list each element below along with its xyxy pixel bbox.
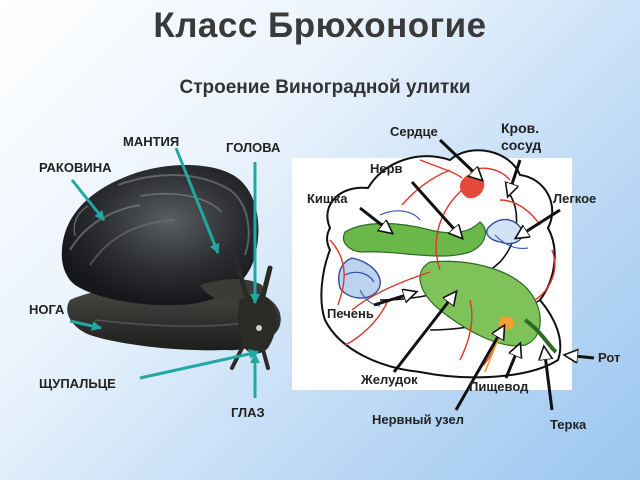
label-liver: Печень (327, 306, 374, 321)
pointer-heart (438, 138, 482, 180)
label-mantle: МАНТИЯ (123, 134, 180, 149)
pointer-mantle (174, 147, 220, 254)
external-pointers (69, 147, 260, 398)
pointer-foot (69, 319, 102, 331)
label-intestine: Кишка (307, 191, 348, 206)
blood-vessels (329, 159, 556, 369)
pointer-blood-vessel (508, 159, 522, 196)
page-subtitle: Строение Виноградной улитки (179, 77, 471, 98)
snail-head (237, 294, 277, 354)
pointer-radula (544, 347, 552, 411)
label-nerve-ganglion: Нервный узел (372, 412, 464, 427)
pointer-shell (70, 179, 106, 221)
pointer-liver (373, 292, 416, 307)
label-lung: Легкое (553, 191, 597, 206)
pointer-tentacle (139, 349, 259, 380)
snail-photo (61, 164, 281, 370)
label-nerve: Нерв (370, 161, 403, 176)
label-foot: НОГА (29, 302, 65, 317)
internal-pointers (359, 138, 595, 411)
label-blood-vessel: Кров. сосуд (501, 120, 542, 153)
label-stomach: Желудок (361, 372, 418, 387)
pointer-stomach (392, 292, 456, 373)
anatomy-diagram (292, 149, 572, 390)
pointer-mouth (565, 355, 595, 358)
pointer-lung (516, 208, 561, 238)
pointer-ganglion (454, 326, 504, 411)
snail-eye (256, 325, 262, 331)
label-head: ГОЛОВА (226, 140, 281, 155)
page-title: Класс Брюхоногие (153, 6, 487, 45)
label-tentacle: ЩУПАЛЬЦЕ (39, 376, 116, 391)
liver-shape (338, 257, 381, 299)
snail-shell (61, 164, 259, 306)
label-esophagus: Пищевод (469, 379, 529, 394)
pointer-esophagus (504, 344, 520, 379)
label-heart: Сердце (390, 124, 438, 139)
pointer-nerve (410, 181, 462, 238)
label-radula: Терка (550, 417, 587, 432)
label-eye: ГЛАЗ (231, 405, 265, 420)
label-shell: РАКОВИНА (39, 160, 112, 175)
label-mouth: Рот (598, 350, 621, 365)
pointer-intestine (359, 206, 392, 233)
